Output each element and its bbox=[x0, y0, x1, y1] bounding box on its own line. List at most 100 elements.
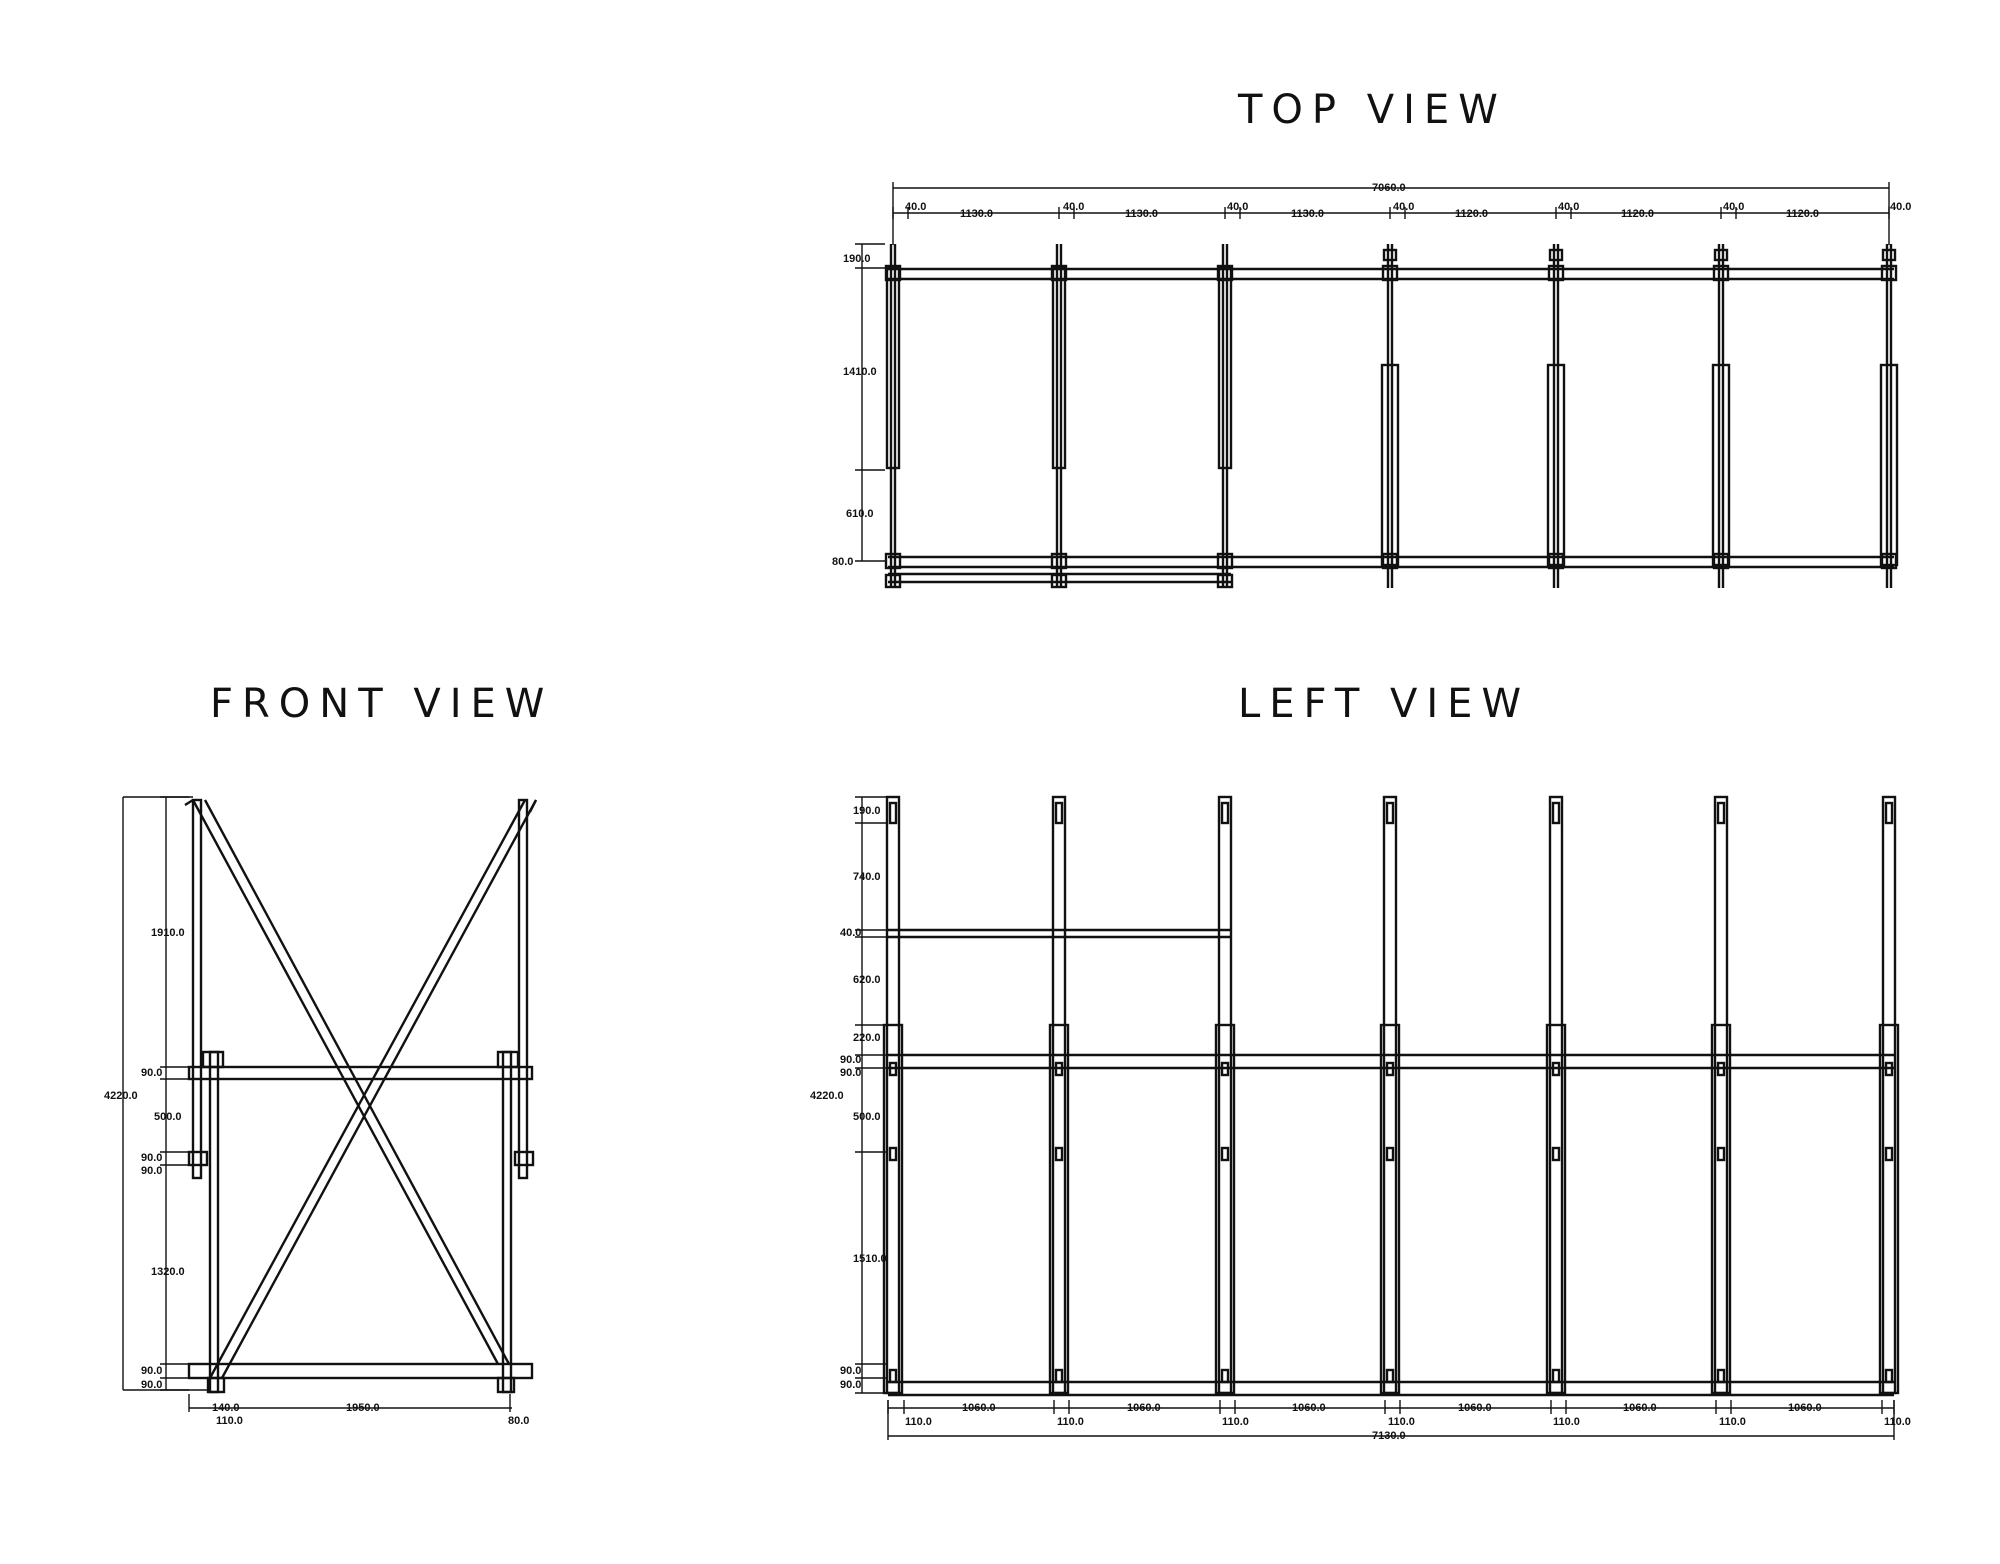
left-post-slot bbox=[1884, 801, 1894, 825]
left-post-slot bbox=[1551, 801, 1561, 825]
top-width-dim: 1130.0 bbox=[1125, 208, 1158, 220]
left-bolt bbox=[1054, 1146, 1064, 1162]
left-bolt bbox=[888, 1061, 898, 1077]
left-post bbox=[1881, 795, 1897, 1395]
top-width-dim: 1120.0 bbox=[1621, 208, 1654, 220]
top-width-dim: 40.0 bbox=[1890, 201, 1911, 213]
front-bottom-dim-1: 140.0 bbox=[212, 1402, 240, 1414]
left-height-dim-7: 90.0 bbox=[840, 1067, 861, 1079]
front-height-dim-8: 90.0 bbox=[141, 1379, 162, 1391]
top-clamp bbox=[1381, 264, 1399, 282]
top-view-drawing: 7060.0 40.01130.040.01130.040.01130.040.… bbox=[832, 182, 1911, 589]
left-height-dim-11: 90.0 bbox=[840, 1379, 861, 1391]
left-column bbox=[1214, 1023, 1236, 1395]
left-bolt bbox=[1884, 1146, 1894, 1162]
left-bolt bbox=[1220, 1368, 1230, 1384]
left-overall-height-dim: 4220.0 bbox=[810, 1090, 844, 1102]
top-clamp bbox=[1881, 248, 1897, 262]
front-height-dim-3: 500.0 bbox=[154, 1111, 182, 1123]
left-column bbox=[1878, 1023, 1900, 1395]
front-bottom-dim-3: 1950.0 bbox=[346, 1402, 380, 1414]
top-width-dim: 1130.0 bbox=[960, 208, 993, 220]
front-overall-dim: 4220.0 bbox=[104, 1090, 138, 1102]
front-bottom-dim-4: 80.0 bbox=[508, 1415, 529, 1427]
left-column bbox=[1710, 1023, 1732, 1395]
top-clamp bbox=[1880, 264, 1898, 282]
left-bolt bbox=[1054, 1061, 1064, 1077]
left-width-dim: 1060.0 bbox=[1788, 1402, 1822, 1414]
top-width-dim: 40.0 bbox=[1227, 201, 1248, 213]
left-bolt bbox=[1716, 1061, 1726, 1077]
top-clamp bbox=[1216, 552, 1234, 570]
top-column bbox=[1546, 363, 1566, 567]
left-width-dim: 1060.0 bbox=[1292, 1402, 1326, 1414]
top-column bbox=[1217, 266, 1233, 470]
left-bolt bbox=[1884, 1368, 1894, 1384]
front-bottom-dim-2: 110.0 bbox=[216, 1415, 243, 1427]
left-height-dim-2: 740.0 bbox=[853, 871, 881, 883]
left-height-dim-4: 620.0 bbox=[853, 974, 881, 986]
top-clamp bbox=[1548, 248, 1564, 262]
left-width-dim: 110.0 bbox=[1884, 1416, 1911, 1428]
left-width-dim: 1060.0 bbox=[1127, 1402, 1161, 1414]
left-height-dim-9: 1510.0 bbox=[853, 1253, 887, 1265]
left-width-dim: 1060.0 bbox=[962, 1402, 996, 1414]
left-bolt bbox=[1551, 1146, 1561, 1162]
top-height-dim-2: 1410.0 bbox=[843, 366, 877, 378]
top-view-title: TOP VIEW bbox=[1237, 87, 1507, 133]
front-height-dim-7: 90.0 bbox=[141, 1365, 162, 1377]
top-width-dim: 1130.0 bbox=[1291, 208, 1324, 220]
left-height-dim-5: 220.0 bbox=[853, 1032, 881, 1044]
top-width-dim: 1120.0 bbox=[1786, 208, 1819, 220]
left-width-dim: 110.0 bbox=[1388, 1416, 1415, 1428]
top-height-dim-3: 610.0 bbox=[846, 508, 874, 520]
front-height-dim-4: 90.0 bbox=[141, 1152, 162, 1164]
left-bolt bbox=[1551, 1061, 1561, 1077]
left-bolt bbox=[1220, 1146, 1230, 1162]
top-width-dim: 40.0 bbox=[1063, 201, 1084, 213]
left-bolt bbox=[888, 1146, 898, 1162]
left-column bbox=[1379, 1023, 1401, 1395]
left-column bbox=[1048, 1023, 1070, 1395]
left-post-slot bbox=[888, 801, 898, 825]
left-post bbox=[1217, 795, 1233, 1395]
top-width-dim: 40.0 bbox=[1723, 201, 1744, 213]
left-bolt bbox=[1716, 1146, 1726, 1162]
left-bolt bbox=[1884, 1061, 1894, 1077]
front-height-dim-6: 1320.0 bbox=[151, 1266, 185, 1278]
left-post bbox=[885, 795, 901, 1395]
left-bolt bbox=[1054, 1368, 1064, 1384]
left-height-dim-1: 190.0 bbox=[853, 805, 881, 817]
left-width-dim: 110.0 bbox=[905, 1416, 932, 1428]
front-height-dim-2: 90.0 bbox=[141, 1067, 162, 1079]
front-height-dim-5: 90.0 bbox=[141, 1165, 162, 1177]
left-post bbox=[1713, 795, 1729, 1395]
left-bolt bbox=[1385, 1146, 1395, 1162]
top-clamp bbox=[1712, 264, 1730, 282]
left-width-dim: 1060.0 bbox=[1458, 1402, 1492, 1414]
front-view-drawing: 4220.0 1910.0 90.0 500.0 90.0 90.0 1320.… bbox=[104, 796, 538, 1427]
front-view-title: FRONT VIEW bbox=[210, 681, 553, 727]
front-height-dim-1: 1910.0 bbox=[151, 927, 185, 939]
left-overall-width-dim: 7130.0 bbox=[1372, 1430, 1406, 1442]
left-post bbox=[1051, 795, 1067, 1395]
left-height-dim-10: 90.0 bbox=[840, 1365, 861, 1377]
left-width-dim: 110.0 bbox=[1057, 1416, 1084, 1428]
left-post-slot bbox=[1220, 801, 1230, 825]
top-clamp bbox=[1713, 248, 1729, 262]
left-post bbox=[1548, 795, 1564, 1395]
left-bolt bbox=[888, 1368, 898, 1384]
left-post-slot bbox=[1054, 801, 1064, 825]
left-bolt bbox=[1385, 1061, 1395, 1077]
top-clamp bbox=[1050, 573, 1068, 589]
left-width-dim: 110.0 bbox=[1553, 1416, 1580, 1428]
top-column bbox=[1051, 266, 1067, 470]
top-width-dim: 1120.0 bbox=[1455, 208, 1488, 220]
top-clamp bbox=[884, 573, 902, 589]
left-bolt bbox=[1551, 1368, 1561, 1384]
left-width-dim: 110.0 bbox=[1719, 1416, 1746, 1428]
left-bolt bbox=[1385, 1368, 1395, 1384]
left-bolt bbox=[1716, 1368, 1726, 1384]
left-post bbox=[1382, 795, 1398, 1395]
